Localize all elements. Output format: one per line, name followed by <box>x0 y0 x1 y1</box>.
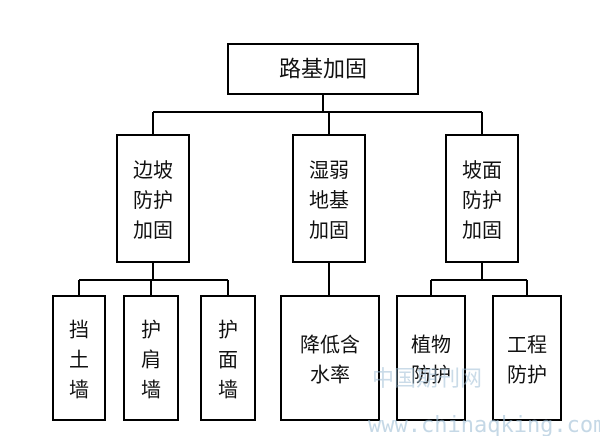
root-node: 路基加固 <box>227 43 419 95</box>
leaf-node-retaining-wall-label-line: 墙 <box>69 377 89 401</box>
branch-node-slope-protection-label-line: 加固 <box>133 218 173 242</box>
leaf-node-vegetation-protection-label-line: 防护 <box>411 362 451 386</box>
watermark: 中国期刊网 www.chinaqking.com <box>368 367 600 436</box>
leaf-node-retaining-wall: 挡土墙 <box>52 295 106 421</box>
root-node-box <box>227 43 419 95</box>
leaf-node-shoulder-wall: 护肩墙 <box>123 295 179 421</box>
leaf-node-shoulder-wall-label-line: 肩 <box>141 347 161 371</box>
branch-node-slope-protection-label-line: 防护 <box>133 188 173 212</box>
branch-node-soft-ground-box <box>292 134 366 263</box>
leaf-node-face-wall-label-line: 护 <box>218 317 238 341</box>
leaf-node-vegetation-protection-label-line: 植物 <box>411 332 451 356</box>
leaf-node-face-wall-label-line: 面 <box>218 347 238 371</box>
leaf-node-reduce-moisture-label-line: 降低含 <box>300 332 360 356</box>
leaf-node-retaining-wall-label-line: 土 <box>69 347 89 371</box>
branch-node-soft-ground-label-line: 湿弱 <box>309 158 349 182</box>
leaf-node-engineering-protection-label-line: 防护 <box>507 362 547 386</box>
branch-node-slope-protection-label-line: 边坡 <box>133 158 173 182</box>
root-node-label-line: 路基加固 <box>279 57 367 82</box>
leaf-node-face-wall: 护面墙 <box>200 295 256 421</box>
branch-node-soft-ground-label-line: 地基 <box>309 188 349 212</box>
branch-node-slope-face-protection-box <box>445 134 519 263</box>
leaf-node-vegetation-protection-box <box>396 295 466 421</box>
leaf-node-reduce-moisture-label-line: 水率 <box>310 362 350 386</box>
leaf-node-face-wall-box <box>200 295 256 421</box>
watermark-url: www.chinaqking.com <box>368 413 600 436</box>
connector-lines <box>78 94 528 296</box>
leaf-node-reduce-moisture-box <box>280 295 380 421</box>
leaf-node-shoulder-wall-label-line: 护 <box>141 317 161 341</box>
leaf-node-shoulder-wall-box <box>123 295 179 421</box>
leaf-node-retaining-wall-box <box>52 295 106 421</box>
leaf-node-engineering-protection-box <box>492 295 562 421</box>
branch-node-slope-protection-box <box>116 134 190 263</box>
branch-node-slope-face-protection-label-line: 坡面 <box>462 158 502 182</box>
leaf-node-face-wall-label-line: 墙 <box>218 377 238 401</box>
leaf-node-shoulder-wall-label-line: 墙 <box>141 377 161 401</box>
branch-node-slope-face-protection-label-line: 加固 <box>462 218 502 242</box>
leaf-node-retaining-wall-label-line: 挡 <box>69 317 89 341</box>
branch-node-soft-ground-label-line: 加固 <box>309 218 349 242</box>
diagram-nodes: 路基加固边坡防护加固挡土墙护肩墙护面墙湿弱地基加固降低含水率坡面防护加固植物防护… <box>52 43 562 421</box>
branch-node-slope-face-protection-label-line: 防护 <box>462 188 502 212</box>
watermark-name: 中国期刊网 <box>372 367 482 392</box>
leaf-node-engineering-protection-label-line: 工程 <box>507 332 547 356</box>
